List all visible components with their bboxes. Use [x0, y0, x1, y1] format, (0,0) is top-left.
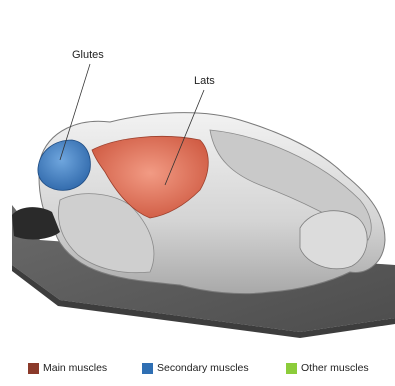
head — [300, 211, 367, 269]
legend-item-secondary-muscles: Secondary muscles — [142, 359, 249, 377]
main-muscles-swatch — [28, 363, 39, 374]
other-muscles-swatch — [286, 363, 297, 374]
legend-label: Main muscles — [43, 362, 107, 374]
legend-item-other-muscles: Other muscles — [286, 359, 369, 377]
glutes-label: Glutes — [72, 49, 104, 61]
legend-item-main-muscles: Main muscles — [28, 359, 107, 377]
lats-label: Lats — [194, 75, 215, 87]
muscle-legend: Main muscles Secondary muscles Other mus… — [0, 359, 395, 377]
secondary-muscles-swatch — [142, 363, 153, 374]
legend-label: Secondary muscles — [157, 362, 249, 374]
legend-label: Other muscles — [301, 362, 369, 374]
